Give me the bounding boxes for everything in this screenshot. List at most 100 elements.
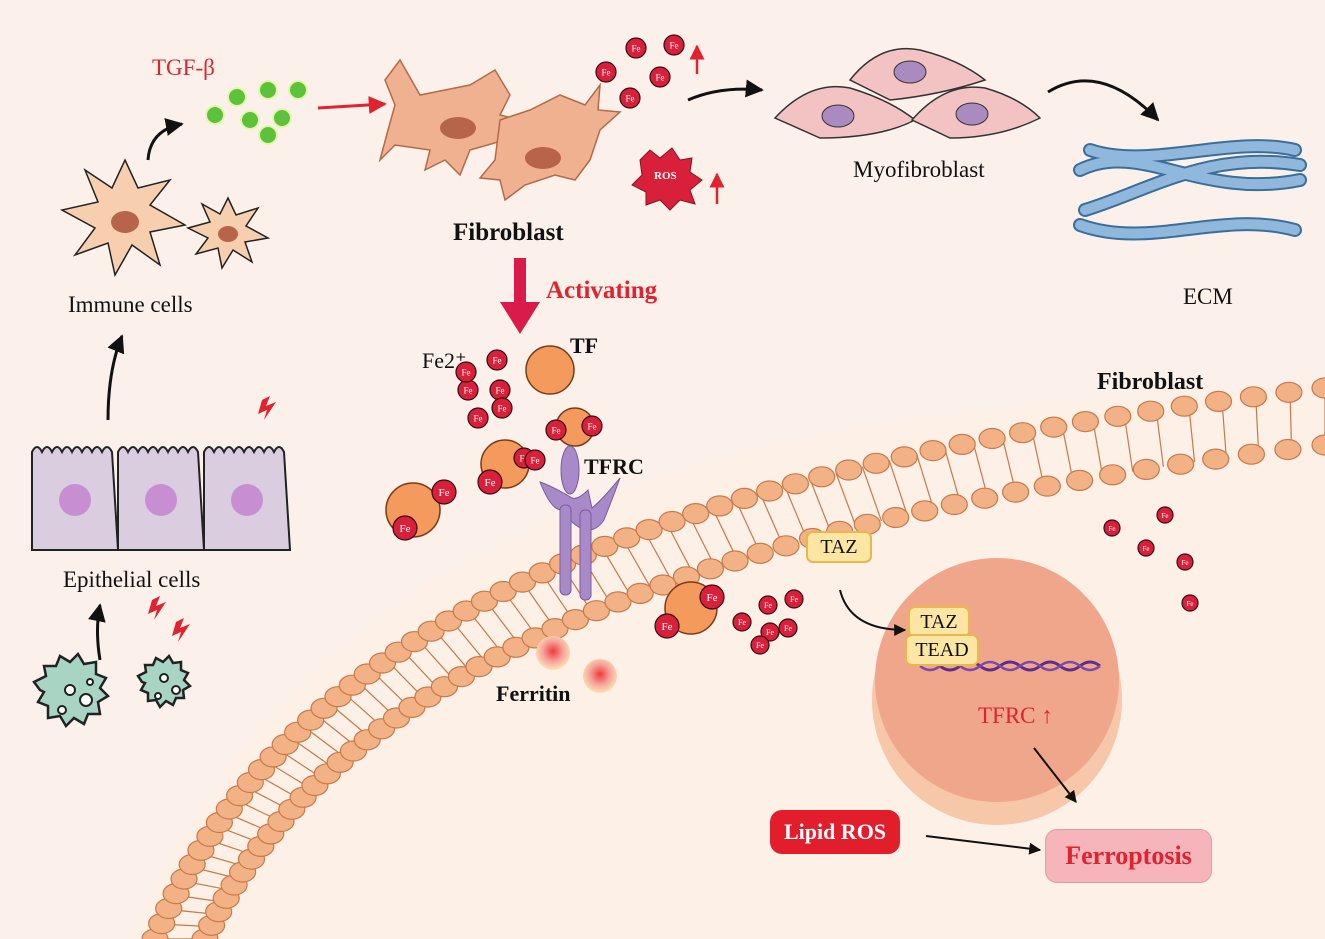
- lipid-head: [730, 487, 759, 509]
- ros-burst: [631, 147, 703, 211]
- lipid-head: [682, 502, 710, 525]
- fibroblast-label: Fibroblast: [453, 219, 564, 246]
- ecm-fibers: [1073, 139, 1307, 241]
- fe-symbol: Fe: [602, 68, 611, 78]
- lipid-head: [1237, 443, 1266, 465]
- lipid-head: [1001, 481, 1030, 503]
- lipid-tail: [888, 460, 908, 516]
- fe-particle: [1176, 553, 1194, 571]
- virus-icon: [136, 653, 193, 710]
- lipid-head: [635, 518, 663, 541]
- fe-particle: [784, 589, 804, 609]
- fe-symbol: Fe: [784, 624, 792, 633]
- fe-symbol: Fe: [588, 422, 597, 432]
- ferritin-particle: [536, 636, 570, 670]
- tf-label: TF: [570, 333, 599, 358]
- lipid-head: [1204, 390, 1233, 412]
- lipid-head: [1098, 464, 1127, 486]
- lipid-head: [658, 510, 686, 533]
- lipid-head: [591, 535, 619, 558]
- fe-particle: [649, 66, 671, 88]
- lightning-icon: [148, 596, 166, 620]
- arrow-icon: [1033, 747, 1077, 803]
- dna-strand: [919, 660, 1101, 672]
- fe-symbol: Fe: [485, 477, 496, 489]
- lipid-head: [1239, 386, 1268, 408]
- fe-symbol: Fe: [1109, 525, 1116, 533]
- lipid-head: [808, 466, 836, 488]
- lipid-tail: [809, 479, 832, 534]
- ferritin-label: Ferritin: [496, 681, 571, 706]
- immune-cell: [185, 196, 271, 271]
- lipid-head: [1170, 395, 1198, 417]
- activating-label: Activating: [546, 277, 658, 304]
- myofibroblast-label: Myofibroblast: [853, 157, 985, 182]
- lipid-head: [1104, 405, 1132, 427]
- fe-particle: [524, 449, 546, 471]
- fe-particle: [392, 515, 418, 541]
- fe-particle: [581, 415, 603, 437]
- fe-symbol: Fe: [1182, 559, 1189, 567]
- fibroblast-membrane-label: Fibroblast: [1097, 369, 1204, 395]
- fe-particle: [1137, 539, 1155, 557]
- fe-symbol: Fe: [462, 368, 471, 378]
- tgf-beta-particles: [205, 80, 308, 145]
- lipid-head: [911, 500, 939, 522]
- lipid-head: [1033, 475, 1061, 497]
- lipid-tail: [1092, 420, 1104, 477]
- tead-box: TEAD: [905, 634, 979, 666]
- activating-arrow: [500, 258, 540, 334]
- fe-particle: [1156, 506, 1174, 524]
- lipid-head: [772, 535, 800, 557]
- fe-symbol: Fe: [738, 618, 746, 627]
- lightning-icon: [172, 618, 190, 642]
- lipid-head: [1311, 377, 1325, 399]
- lipid-head: [781, 473, 810, 495]
- fe-symbol: Fe: [498, 404, 507, 414]
- myofibroblast-cell: [773, 47, 1042, 139]
- lipid-head: [755, 480, 784, 502]
- lipid-head: [971, 487, 999, 509]
- fe-symbol: Fe: [1143, 545, 1150, 553]
- lipid-head: [978, 427, 1006, 450]
- lipid-head: [862, 452, 890, 474]
- arrow-icon: [839, 589, 907, 636]
- fe-symbol: Fe: [493, 356, 502, 366]
- tfrc-label: TFRC: [584, 454, 644, 479]
- fe2-label: Fe2⁺: [422, 348, 467, 373]
- lipid-head: [1274, 438, 1302, 461]
- epithelial-cells-label: Epithelial cells: [63, 567, 201, 592]
- fe-symbol: Fe: [531, 456, 540, 466]
- tfrc-receptor: [539, 445, 621, 601]
- lipid-head: [649, 574, 677, 596]
- fe-particle: [455, 361, 477, 383]
- lipid-head: [706, 495, 734, 517]
- fe-particle: [699, 584, 725, 610]
- lipid-tail: [916, 453, 935, 510]
- ferritin-particle: [583, 659, 617, 693]
- lipid-ros-box: Lipid ROS: [770, 810, 900, 854]
- lipid-tail: [835, 472, 857, 528]
- lipid-head: [1275, 381, 1303, 403]
- tfrc-up-label: TFRC ↑: [978, 703, 1053, 728]
- fe-symbol: Fe: [1162, 512, 1169, 520]
- taz-nucleus-box: TAZ: [908, 606, 970, 638]
- fe-symbol: Fe: [662, 621, 673, 633]
- fe-particle: [654, 613, 680, 639]
- fe-particle: [663, 34, 685, 56]
- fe-symbol: Fe: [632, 44, 641, 54]
- fibroblast-cell: [378, 58, 622, 202]
- arrow-icon: [687, 79, 764, 102]
- fe-symbol: Fe: [656, 73, 665, 83]
- lipid-head: [1311, 434, 1325, 456]
- lipid-head: [604, 591, 632, 613]
- ros-label: ROS: [654, 170, 677, 182]
- virus-icon: [32, 651, 111, 729]
- taz-box: TAZ: [806, 531, 872, 563]
- arrow-icon: [146, 118, 184, 161]
- fe-particle: [467, 407, 489, 429]
- fe-symbol: Fe: [520, 454, 529, 464]
- fe-symbol: Fe: [464, 386, 473, 396]
- fe-particle: [625, 37, 647, 59]
